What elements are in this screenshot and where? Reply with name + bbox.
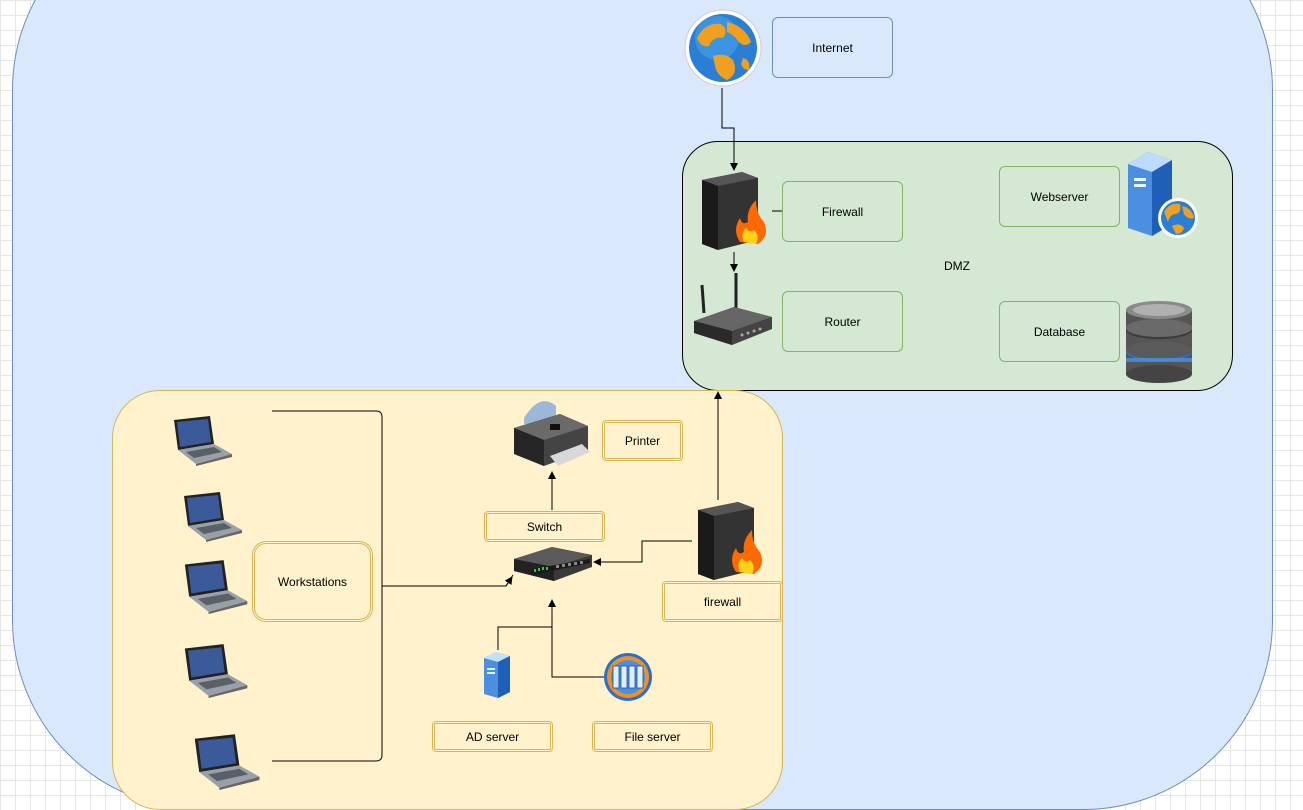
- printer-icon: [510, 394, 592, 468]
- firewall-dmz-label: Firewall: [821, 204, 864, 219]
- switch-label-box[interactable]: Switch: [484, 511, 605, 542]
- router-label: Router: [824, 314, 861, 329]
- laptop-icon: [190, 732, 262, 790]
- printer-label: Printer: [624, 433, 661, 448]
- ad-server-icon: [482, 650, 514, 700]
- workstations-label-box[interactable]: Workstations: [252, 541, 373, 622]
- webserver-label: Webserver: [1030, 189, 1089, 204]
- ad-server-label-box[interactable]: AD server: [432, 721, 553, 752]
- file-server-icon: [603, 652, 653, 702]
- webserver-icon: [1124, 150, 1200, 242]
- laptop-icon: [180, 490, 244, 542]
- firewall-dmz-label-box[interactable]: Firewall: [782, 181, 903, 242]
- database-label-box[interactable]: Database: [999, 301, 1120, 362]
- dmz-label: DMZ: [944, 259, 970, 273]
- firewall-lan-label-box[interactable]: firewall: [662, 581, 783, 622]
- firewall-icon: [700, 170, 768, 250]
- router-icon: [692, 271, 774, 351]
- database-icon: [1124, 300, 1194, 384]
- internet-label-box[interactable]: Internet: [772, 17, 893, 78]
- laptop-icon: [180, 642, 250, 698]
- laptop-icon: [170, 414, 234, 466]
- switch-icon: [512, 543, 594, 583]
- file-server-label: File server: [624, 729, 681, 744]
- firewall-lan-label: firewall: [703, 594, 742, 609]
- switch-label: Switch: [526, 519, 563, 534]
- webserver-label-box[interactable]: Webserver: [999, 166, 1120, 227]
- file-server-label-box[interactable]: File server: [592, 721, 713, 752]
- laptop-icon: [180, 558, 250, 614]
- printer-label-box[interactable]: Printer: [602, 420, 683, 461]
- firewall-icon: [696, 500, 764, 580]
- ad-server-label: AD server: [465, 729, 520, 744]
- router-label-box[interactable]: Router: [782, 291, 903, 352]
- internet-label: Internet: [812, 40, 853, 55]
- workstations-label: Workstations: [277, 574, 348, 589]
- database-label: Database: [1033, 324, 1086, 339]
- internet-globe-icon: [683, 8, 763, 88]
